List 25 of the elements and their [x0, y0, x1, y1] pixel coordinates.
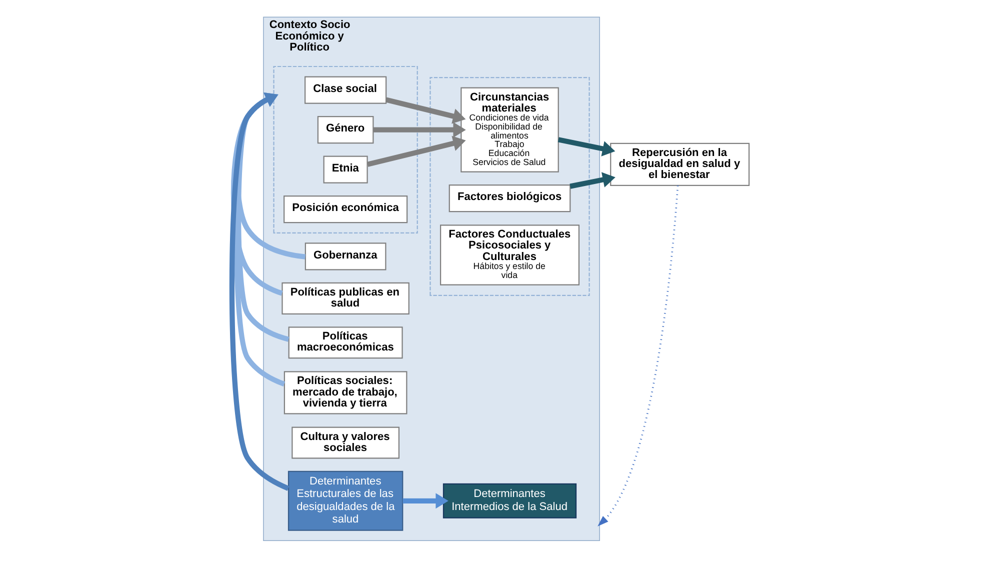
node-box: Posición económica — [284, 196, 408, 224]
node-box: Factores Conductuales Psicosociales y Culturales Hábitos y estilo de vida — [440, 224, 580, 286]
arrow — [402, 493, 448, 509]
arrow — [386, 97, 466, 124]
arrow — [374, 122, 466, 138]
node-box: Políticas macroeconómicas — [288, 326, 403, 359]
node-box: Factores biológicos — [448, 184, 571, 212]
arrow — [366, 136, 466, 167]
arrow — [598, 186, 679, 526]
cluster — [430, 76, 590, 296]
node-box: Políticas sociales: mercado de trabajo, vivienda y tierra — [284, 371, 408, 414]
node-box: Género — [317, 116, 374, 144]
node-box: Gobernanza — [304, 242, 386, 270]
node-box: Clase social — [304, 76, 387, 104]
node-box: Políticas publicas en salud — [282, 282, 410, 314]
arrow — [570, 172, 616, 189]
node-box: Circunstancias materiales Condiciones de vida Disponibilidad de alimentos Trabajo Educación Servicios de Salud — [460, 87, 559, 172]
node-box: Determinantes Intermedios de la Salud — [442, 483, 577, 518]
cluster — [273, 66, 418, 234]
node-box: Etnia — [323, 156, 368, 184]
arrow — [234, 92, 286, 386]
arrow — [558, 137, 616, 156]
node-box: Cultura y valores sociales — [292, 426, 400, 459]
node-box: Repercusión en la desigualdad en salud y el bienestar — [610, 142, 750, 186]
node-box: Determinantes Estructurales de las desigualdades de la salud — [288, 470, 404, 531]
